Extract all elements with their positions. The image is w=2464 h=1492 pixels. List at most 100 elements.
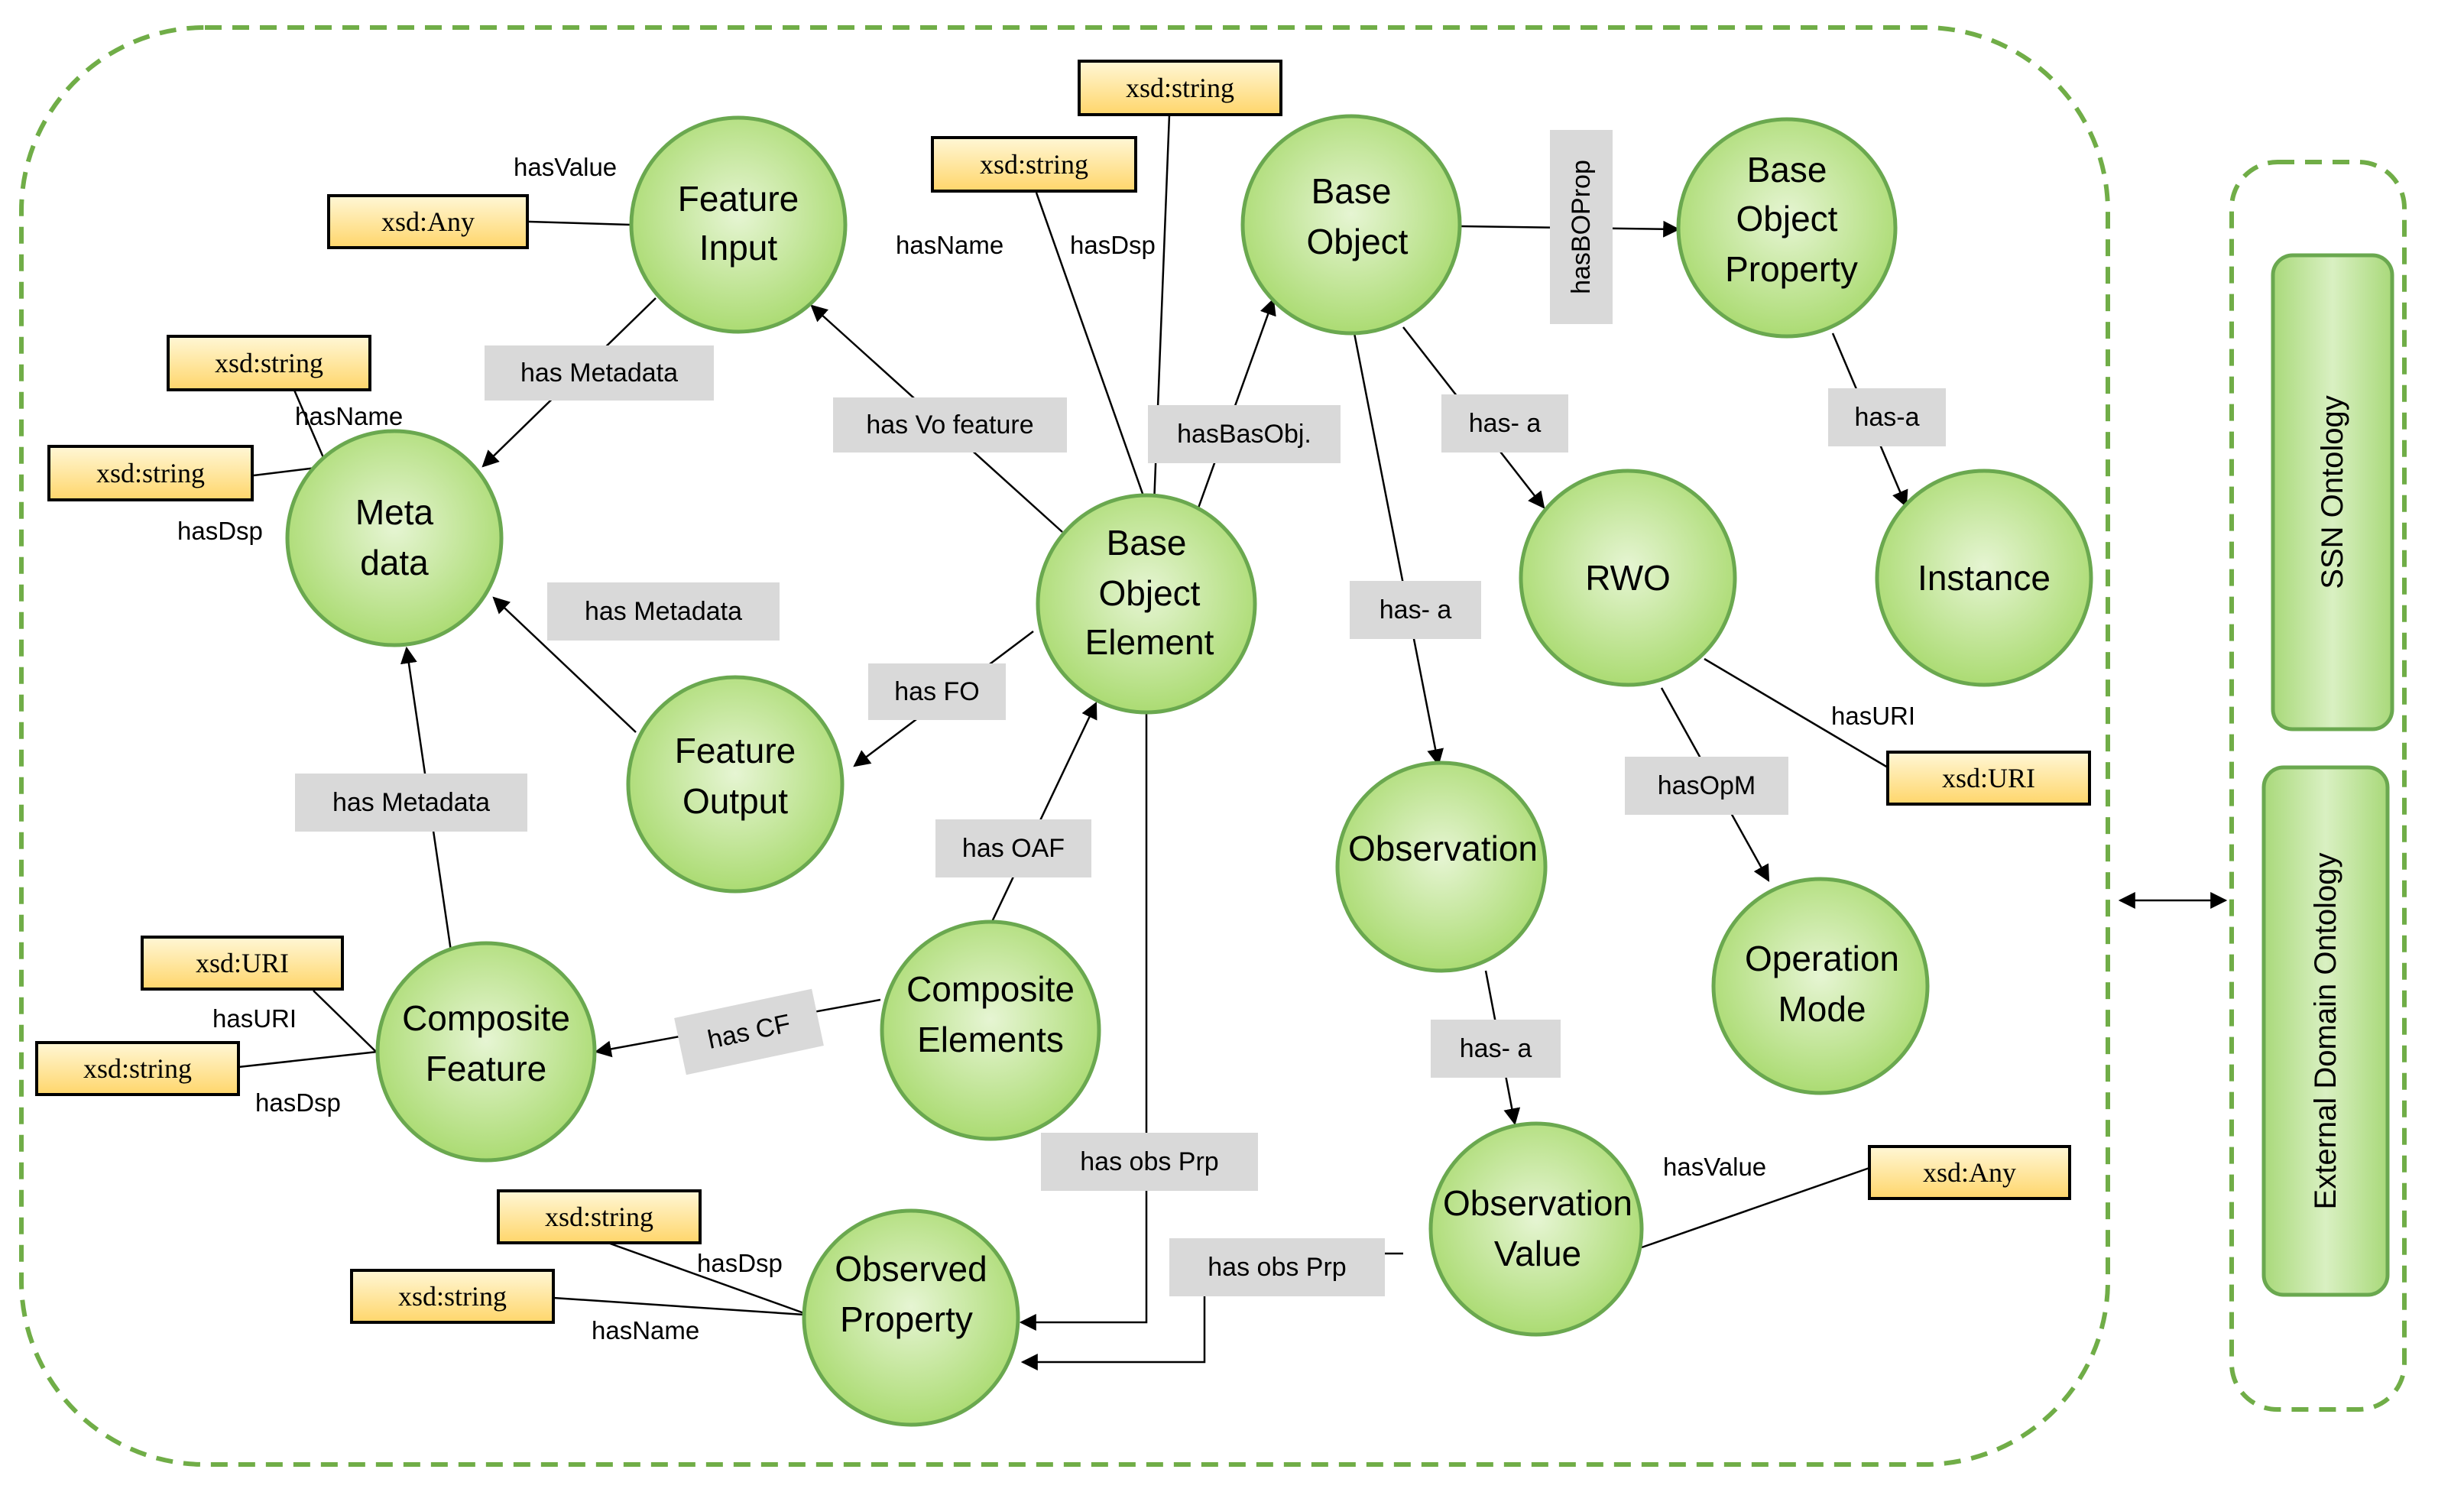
edge-boe-name <box>1035 192 1148 505</box>
edge-rwo-uri <box>1704 657 1889 769</box>
xsd-cf-dsp: xsd:string <box>35 1041 240 1096</box>
label-has-metadata-fo: has Metadata <box>547 582 780 641</box>
svg-text:Object: Object <box>1099 573 1201 613</box>
edge-ce-boe <box>989 702 1097 926</box>
svg-text:Elements: Elements <box>917 1020 1064 1059</box>
svg-text:has Metadata: has Metadata <box>585 597 742 626</box>
svg-text:External Domain Ontology: External Domain Ontology <box>2309 853 2342 1210</box>
side-ontology-frame <box>2229 160 2407 1412</box>
edge-boe-op <box>1019 711 1148 1331</box>
label-has-a-rwo: has- a <box>1441 394 1568 452</box>
svg-text:xsd:string: xsd:string <box>96 458 205 488</box>
svg-text:Input: Input <box>699 228 778 268</box>
label-has-bas-obj: hasBasObj. <box>1148 405 1341 463</box>
label-has-vo-feature: has Vo feature <box>833 397 1067 452</box>
svg-text:has- a: has- a <box>1380 595 1452 624</box>
prop-op-has-name: hasName <box>592 1316 699 1344</box>
svg-text:xsd:string: xsd:string <box>545 1202 653 1232</box>
svg-text:has Vo feature: has Vo feature <box>866 410 1033 439</box>
xsd-md-name: xsd:string <box>167 335 371 391</box>
svg-text:has-a: has-a <box>1854 403 1919 432</box>
external-domain-ontology-panel: External Domain Ontology <box>2261 765 2390 1297</box>
node-meta-data: Meta data <box>285 429 504 647</box>
prop-cf-has-dsp: hasDsp <box>255 1088 341 1117</box>
prop-ov-has-value: hasValue <box>1663 1153 1766 1181</box>
label-has-cf: has CF <box>674 988 824 1075</box>
label-has-a-instance: has-a <box>1828 388 1946 446</box>
svg-text:Property: Property <box>1725 249 1858 289</box>
svg-text:Output: Output <box>682 781 788 821</box>
svg-text:hasOpM: hasOpM <box>1658 771 1756 800</box>
xsd-md-dsp: xsd:string <box>47 445 254 501</box>
svg-text:has obs Prp: has obs Prp <box>1080 1147 1218 1176</box>
svg-text:xsd:URI: xsd:URI <box>196 948 289 978</box>
svg-text:Base: Base <box>1311 171 1392 211</box>
svg-text:has OAF: has OAF <box>962 834 1065 863</box>
svg-text:xsd:Any: xsd:Any <box>381 206 475 237</box>
xsd-cf-uri: xsd:URI <box>141 936 344 991</box>
svg-text:SSN Ontology: SSN Ontology <box>2316 395 2349 589</box>
node-base-object-element: Base Object Element <box>1036 493 1257 715</box>
node-composite-elements: Composite Elements <box>880 920 1101 1141</box>
node-instance: Instance <box>1875 469 2093 687</box>
svg-text:Composite: Composite <box>402 998 570 1038</box>
prop-md-has-dsp: hasDsp <box>177 517 263 545</box>
prop-cf-has-uri: hasURI <box>212 1004 297 1033</box>
svg-text:Composite: Composite <box>906 969 1075 1009</box>
svg-text:has- a: has- a <box>1469 409 1542 438</box>
svg-text:Element: Element <box>1085 622 1214 662</box>
label-has-obs-prp-boe: has obs Prp <box>1041 1133 1258 1191</box>
prop-rwo-has-uri: hasURI <box>1831 702 1915 730</box>
xsd-op-name: xsd:string <box>350 1269 555 1324</box>
label-has-a-observation: has- a <box>1350 581 1481 639</box>
svg-text:has FO: has FO <box>894 677 979 706</box>
xsd-ov-value: xsd:Any <box>1868 1145 2071 1200</box>
svg-text:xsd:URI: xsd:URI <box>1942 763 2035 793</box>
label-has-oaf: has OAF <box>935 819 1091 877</box>
label-has-op-m: hasOpM <box>1625 757 1788 815</box>
edge-op-dsp <box>603 1240 805 1315</box>
label-has-metadata-fi: has Metadata <box>485 345 714 401</box>
edge-op-name <box>553 1296 805 1316</box>
node-rwo: RWO <box>1519 469 1737 687</box>
svg-text:hasBOProp: hasBOProp <box>1567 160 1596 294</box>
label-has-bo-prop: hasBOProp <box>1550 130 1613 324</box>
node-observation: Observation <box>1335 761 1548 973</box>
svg-text:has- a: has- a <box>1460 1034 1532 1063</box>
node-feature-output: Feature Output <box>626 675 845 894</box>
main-ontology-frame <box>19 25 2110 1467</box>
svg-text:Observed: Observed <box>835 1249 987 1289</box>
edge-cf-dsp <box>238 1050 378 1069</box>
node-composite-feature: Composite Feature <box>375 941 597 1163</box>
node-operation-mode: Operation Mode <box>1711 877 1930 1095</box>
edge-fo-metadata <box>492 596 637 733</box>
xsd-op-dsp: xsd:string <box>497 1189 702 1244</box>
svg-text:has Metadata: has Metadata <box>520 358 678 388</box>
node-observed-property: Observed Property <box>802 1208 1020 1427</box>
prop-op-has-dsp: hasDsp <box>697 1249 783 1277</box>
xsd-boe-name: xsd:string <box>931 136 1137 193</box>
svg-text:xsd:Any: xsd:Any <box>1923 1157 2016 1188</box>
svg-text:Mode: Mode <box>1778 989 1866 1029</box>
svg-text:xsd:string: xsd:string <box>980 149 1088 180</box>
svg-text:Meta: Meta <box>355 492 434 532</box>
svg-text:Feature: Feature <box>426 1049 547 1088</box>
edge-ov-value <box>1641 1166 1870 1249</box>
svg-text:Property: Property <box>840 1299 973 1339</box>
label-has-metadata-cf: has Metadata <box>295 774 527 832</box>
svg-text:Instance: Instance <box>1918 558 2051 598</box>
prop-md-has-name: hasName <box>295 402 403 430</box>
node-base-object-property: Base Object Property <box>1676 117 1898 339</box>
svg-text:Feature: Feature <box>678 179 799 219</box>
edge-md-name <box>292 388 329 467</box>
edge-bo-observation <box>1353 332 1444 767</box>
prop-boe-has-name: hasName <box>896 231 1003 259</box>
svg-text:Observation: Observation <box>1348 829 1538 868</box>
edge-cf-uri <box>313 990 377 1053</box>
svg-text:xsd:string: xsd:string <box>1126 73 1234 103</box>
node-base-object: Base Object <box>1240 114 1462 336</box>
svg-text:xsd:string: xsd:string <box>398 1281 507 1312</box>
edge-fi-value <box>528 220 631 226</box>
xsd-fi-value: xsd:Any <box>327 194 529 249</box>
